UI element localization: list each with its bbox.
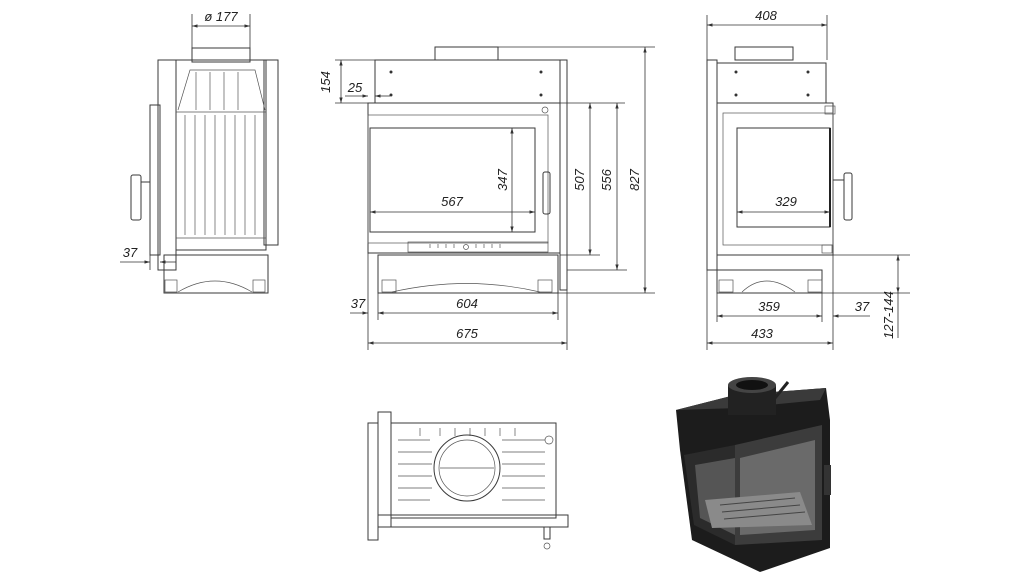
right-side-view: 408 329 359 37 433 127-144 (706, 8, 910, 350)
leg-offset-label: 37 (351, 296, 366, 311)
total-width-label: 675 (456, 326, 478, 341)
handle (130, 174, 142, 221)
door-offset-label: 25 (347, 80, 363, 95)
body-height-label: 556 (599, 168, 614, 190)
base-depth-label: 359 (758, 299, 780, 314)
side-offset-label: 37 (123, 245, 138, 260)
glass-width-label: 567 (441, 194, 463, 209)
flue-diameter-label: ø 177 (204, 9, 238, 24)
door-handle (843, 172, 853, 221)
leg-height-label: 127-144 (881, 291, 896, 339)
front-view: 154 25 567 347 507 556 827 37 604 675 (318, 46, 655, 350)
glass-height-label: 347 (495, 168, 510, 190)
top-view (367, 411, 569, 550)
flue-collar (434, 46, 499, 61)
top-height-label: 154 (318, 71, 333, 93)
overall-depth-label: 433 (751, 326, 773, 341)
base-width-label: 604 (456, 296, 478, 311)
fireplace-render (676, 377, 831, 572)
handle-offset-label: 37 (855, 299, 870, 314)
flue-opening (433, 434, 501, 502)
glass (369, 127, 536, 233)
flue-collar (734, 46, 794, 61)
side-glass-label: 329 (775, 194, 797, 209)
side-view: ø 177 37 (120, 9, 279, 294)
depth-label: 408 (755, 8, 777, 23)
door-handle (542, 171, 551, 215)
total-height-label: 827 (627, 168, 642, 190)
door-height-label: 507 (572, 168, 587, 190)
flue-collar (191, 47, 251, 63)
